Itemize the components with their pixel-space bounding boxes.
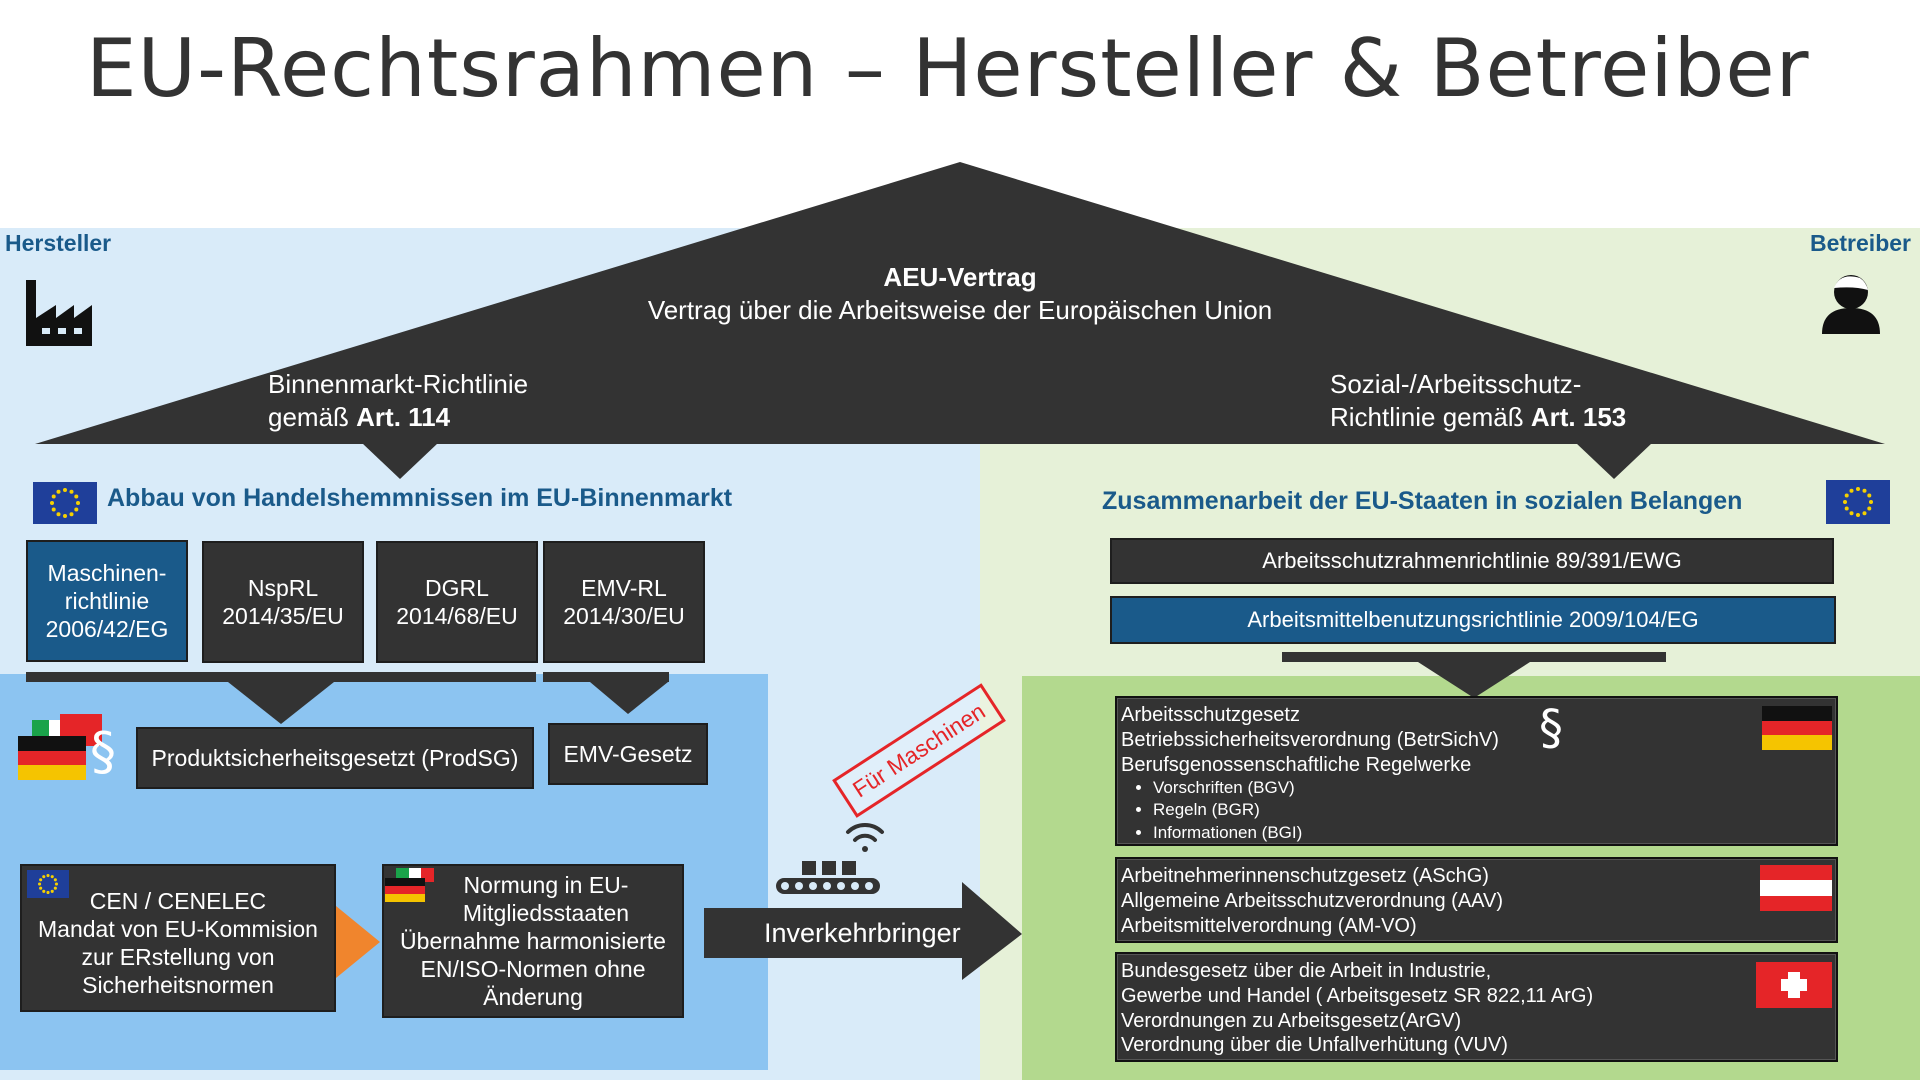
directive-line: 2006/42/EG — [45, 616, 169, 643]
manufacturer-label: Hersteller — [5, 230, 112, 256]
austria-law-list: Arbeitnehmerinnenschutzgesetz (ASchG) Al… — [1121, 864, 1503, 938]
left-branch-line2: gemäß Art. 114 — [268, 401, 528, 434]
directive-line: 2014/30/EU — [563, 603, 685, 629]
law-line: Betriebssicherheitsverordnung (BetrSichV… — [1121, 728, 1499, 751]
austria-flag-icon — [1760, 865, 1832, 911]
page-title: EU-Rechtsrahmen – Hersteller & Betreiber — [86, 22, 1810, 115]
law-line: Arbeitsmittelverordnung (AM-VO) — [1121, 914, 1417, 937]
germany-law-box: Arbeitsschutzgesetz Betriebssicherheitsv… — [1115, 696, 1838, 846]
work-equipment-directive-box: Arbeitsmittelbenutzungsrichtlinie 2009/1… — [1110, 596, 1836, 644]
law-pointer — [1418, 662, 1530, 698]
treaty-roof — [35, 162, 1885, 444]
law-line: Arbeitnehmerinnenschutzgesetz (ASchG) — [1121, 865, 1489, 887]
law-line: Allgemeine Arbeitsschutzverordnung (AAV) — [1121, 889, 1504, 912]
switzerland-flag-icon — [1756, 962, 1832, 1008]
framework-directive-box: Arbeitsschutzrahmenrichtlinie 89/391/EWG — [1110, 538, 1834, 584]
germany-flag-icon — [1762, 706, 1832, 751]
left-heading: Abbau von Handelshemmnissen im EU-Binnen… — [107, 484, 733, 512]
right-branch-article: Art. 153 — [1530, 401, 1627, 432]
left-branch-line1: Binnenmarkt-Richtlinie — [268, 369, 529, 399]
germany-flag-icon — [18, 736, 86, 781]
law-line: Verordnung über die Unfallverhütung (VUV… — [1121, 1034, 1508, 1057]
germany-rules-list: Vorschriften (BGV) Regeln (BGR) Informat… — [1121, 777, 1499, 843]
directive-line: 2014/35/EU — [222, 603, 344, 629]
normung-box: Normung in EU- Mitgliedsstaaten Übernahm… — [382, 864, 684, 1018]
prodsg-box: Produktsicherheitsgesetzt (ProdSG) — [136, 727, 534, 789]
prodsg-pointer — [228, 682, 334, 724]
left-roof-pointer — [362, 443, 438, 479]
right-branch-prefix: Richtlinie gemäß — [1330, 401, 1531, 432]
orange-arrow — [336, 906, 380, 978]
directive-line: NspRL — [247, 574, 319, 601]
law-line: Arbeitsschutzgesetz — [1121, 704, 1300, 726]
law-line: Bundesgesetz über die Arbeit in Industri… — [1121, 960, 1492, 982]
germany-law-list: Arbeitsschutzgesetz Betriebssicherheitsv… — [1121, 703, 1499, 844]
left-bracket-bar — [26, 672, 536, 682]
list-item: Regeln (BGR) — [1153, 799, 1499, 821]
paragraph-icon: § — [1539, 700, 1563, 756]
right-bracket-bar — [1282, 652, 1666, 662]
switzerland-law-list: Bundesgesetz über die Arbeit in Industri… — [1121, 959, 1593, 1058]
right-branch-label: Sozial-/Arbeitsschutz- Richtlinie gemäß … — [1330, 368, 1626, 433]
emv-gesetz-box: EMV-Gesetz — [548, 723, 708, 785]
eu-flag-icon — [33, 482, 97, 524]
normung-line: Änderung — [483, 984, 583, 1011]
treaty-full-name: Vertrag über die Arbeitsweise der Europä… — [647, 295, 1273, 325]
factory-icon — [26, 280, 92, 346]
directive-line: EMV-RL — [581, 574, 667, 601]
normung-line: Übernahme harmonisierte — [400, 927, 666, 954]
list-item: Informationen (BGI) — [1153, 822, 1499, 844]
eu-flag-icon — [27, 870, 69, 898]
cen-line: CEN / CENELEC — [89, 887, 267, 914]
normung-line: Mitgliedsstaaten — [462, 899, 630, 926]
paragraph-icon: § — [90, 722, 116, 782]
directive-line: Maschinen- — [47, 559, 167, 586]
right-roof-pointer — [1576, 443, 1652, 479]
right-branch-line2: Richtlinie gemäß Art. 153 — [1330, 401, 1626, 434]
eu-flag-icon — [1826, 480, 1890, 524]
law-line: Berufsgenossenschaftliche Regelwerke — [1121, 753, 1472, 776]
treaty-text: AEU-Vertrag Vertrag über die Arbeitsweis… — [560, 262, 1360, 326]
cen-line: zur ERstellung von — [81, 944, 275, 970]
cen-cenelec-box: CEN / CENELEC Mandat von EU-Kommision zu… — [20, 864, 336, 1012]
operator-label: Betreiber — [1810, 230, 1911, 256]
directive-line: 2014/68/EU — [396, 603, 518, 629]
normung-line: Normung in EU- — [463, 871, 629, 898]
treaty-name: AEU-Vertrag — [883, 262, 1037, 292]
directive-line: richtlinie — [64, 587, 150, 614]
emv-pointer — [590, 682, 668, 714]
left-branch-prefix: gemäß — [268, 401, 357, 432]
left-branch-label: Binnenmarkt-Richtlinie gemäß Art. 114 — [268, 368, 528, 433]
law-line: Gewerbe und Handel ( Arbeitsgesetz SR 82… — [1121, 984, 1594, 1007]
emv-bracket-bar — [543, 672, 669, 682]
cen-line: Sicherheitsnormen — [82, 972, 274, 999]
normung-line: EN/ISO-Normen ohne — [420, 956, 646, 983]
right-heading: Zusammenarbeit der EU-Staaten in soziale… — [1102, 487, 1743, 515]
list-item: Vorschriften (BGV) — [1153, 777, 1499, 799]
switzerland-law-box: Bundesgesetz über die Arbeit in Industri… — [1115, 952, 1838, 1062]
user-icon — [1822, 275, 1880, 334]
wifi-icon — [846, 822, 884, 852]
directive-line: DGRL — [425, 574, 489, 601]
conveyor-icon — [776, 861, 880, 894]
germany-flag-icon — [385, 878, 425, 902]
inverkehrbringer-arrow — [704, 882, 1022, 980]
law-line: Verordnungen zu Arbeitsgesetz(ArGV) — [1121, 1009, 1462, 1032]
austria-law-box: Arbeitnehmerinnenschutzgesetz (ASchG) Al… — [1115, 857, 1838, 943]
cen-line: Mandat von EU-Kommision — [38, 915, 318, 942]
left-branch-article: Art. 114 — [356, 401, 451, 432]
right-branch-line1: Sozial-/Arbeitsschutz- — [1330, 369, 1582, 399]
inverkehrbringer-label: Inverkehrbringer — [764, 918, 961, 948]
